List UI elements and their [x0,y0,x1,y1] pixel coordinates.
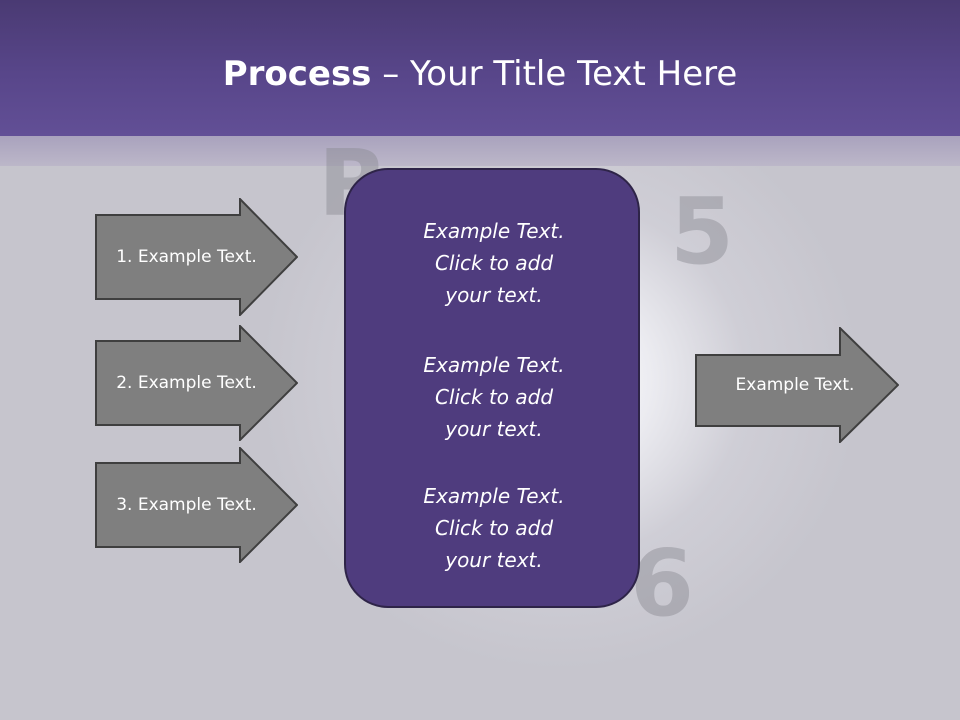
left-arrow-1[interactable]: 1. Example Text. [95,198,298,316]
arrow-label: 2. Example Text. [116,373,257,393]
center-text-block-1: Example Text. Click to add your text. [346,215,642,311]
center-text-line: Example Text. [423,484,565,508]
left-arrow-2[interactable]: 2. Example Text. [95,325,298,441]
arrow-shape [95,325,298,441]
left-arrow-3[interactable]: 3. Example Text. [95,447,298,563]
arrow-shape [95,447,298,563]
center-text-line: Example Text. [423,353,565,377]
arrow-shape [95,198,298,316]
arrow-shape [695,327,899,443]
center-text-line: your text. [445,417,543,441]
arrow-label: Example Text. [735,375,855,395]
arrow-label: 1. Example Text. [116,247,257,267]
center-text-line: Example Text. [423,219,565,243]
title-bar [0,0,960,136]
slide-title: Process – Your Title Text Here [0,52,960,96]
center-text-block-2: Example Text. Click to add your text. [346,349,642,445]
right-arrow[interactable]: Example Text. [695,327,899,443]
arrow-label: 3. Example Text. [116,495,257,515]
center-text-line: Click to add [434,516,554,540]
background-gear-pattern: 6 [630,530,695,637]
center-text-block-3: Example Text. Click to add your text. [346,480,642,576]
center-text-line: Click to add [434,251,554,275]
center-text-line: your text. [445,548,543,572]
center-text-line: Click to add [434,385,554,409]
center-text-line: your text. [445,283,543,307]
title-bold: Process [222,54,372,94]
title-rest: – Your Title Text Here [371,54,738,94]
center-text-box[interactable]: Example Text. Click to add your text. Ex… [344,168,640,608]
background-gear-pattern: 5 [670,178,735,285]
title-band [0,136,960,166]
